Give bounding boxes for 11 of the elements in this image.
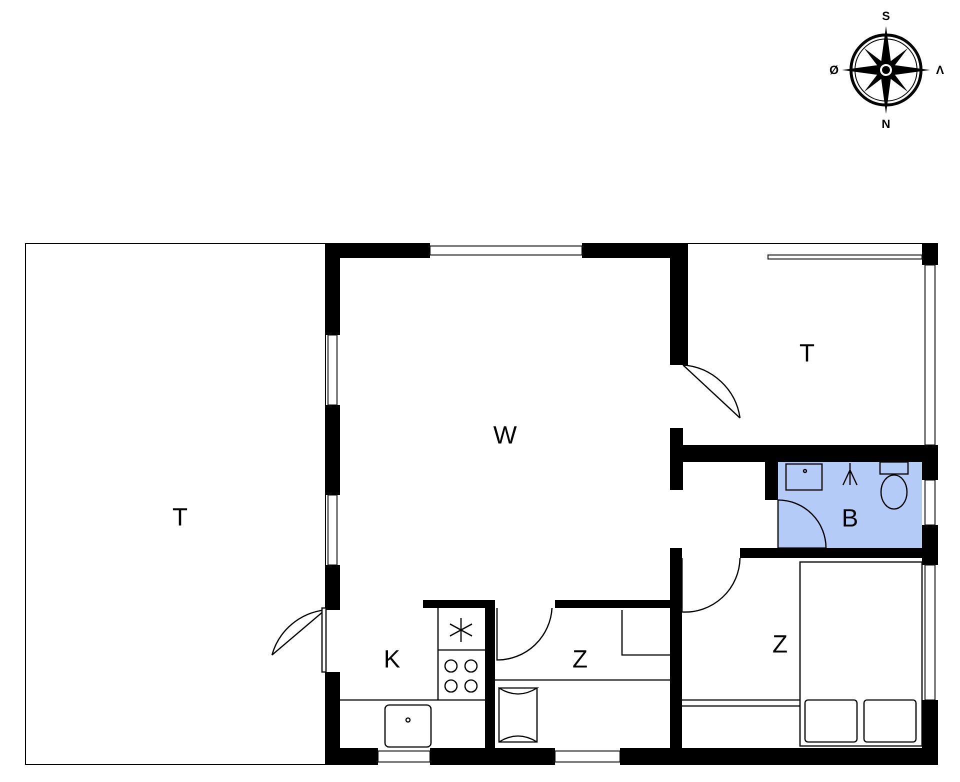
room-label: T <box>172 506 188 530</box>
compass-direction-letter: S <box>882 10 890 22</box>
room-label: K <box>384 648 400 672</box>
compass-direction-letter: Ø <box>829 64 839 76</box>
room-label: T <box>799 342 815 366</box>
room-label: Z <box>772 632 788 658</box>
room-label: B <box>842 506 858 532</box>
room-label: W <box>493 424 517 448</box>
compass-direction-letter: N <box>882 118 890 130</box>
room-label: Z <box>572 648 588 672</box>
compass-direction-letter: Λ <box>936 64 944 76</box>
